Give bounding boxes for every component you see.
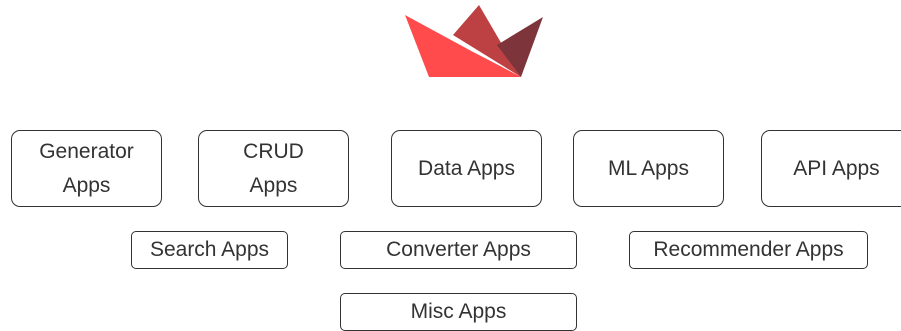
logo-right-sail — [497, 17, 543, 77]
crud-apps-line1: CRUD — [243, 139, 304, 163]
search-apps-box: Search Apps — [131, 231, 288, 269]
misc-apps-label: Misc Apps — [410, 300, 507, 323]
generator-apps-box: Generator Apps — [11, 130, 162, 207]
recommender-apps-label: Recommender Apps — [653, 238, 844, 261]
ml-apps-box: ML Apps — [573, 130, 724, 207]
misc-apps-box: Misc Apps — [340, 293, 577, 331]
api-apps-label: API Apps — [793, 156, 880, 180]
search-apps-label: Search Apps — [149, 238, 270, 261]
data-apps-label: Data Apps — [418, 156, 515, 180]
generator-apps-line1: Generator — [39, 139, 134, 163]
converter-apps-label: Converter Apps — [386, 238, 531, 261]
logo-middle-sail — [453, 5, 521, 77]
generator-apps-line2: Apps — [62, 173, 111, 197]
api-apps-box: API Apps — [761, 130, 901, 207]
converter-apps-box: Converter Apps — [340, 231, 577, 269]
ml-apps-label: ML Apps — [608, 156, 689, 180]
streamlit-boat-logo-icon — [405, 5, 543, 77]
logo-left-sail — [405, 15, 521, 77]
crud-apps-box: CRUD Apps — [198, 130, 349, 207]
logo-hull-shade — [429, 53, 521, 77]
data-apps-box: Data Apps — [391, 130, 542, 207]
recommender-apps-box: Recommender Apps — [629, 231, 868, 269]
crud-apps-line2: Apps — [249, 173, 298, 197]
